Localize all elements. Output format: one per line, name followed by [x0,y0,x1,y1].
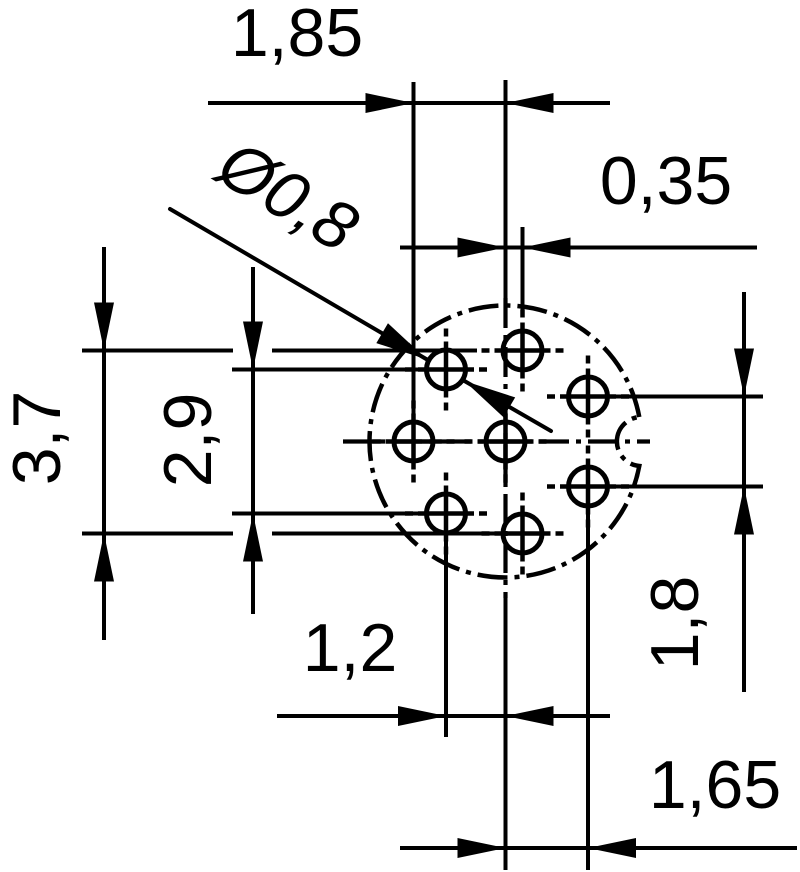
dim-label-0-35: 0,35 [599,143,733,219]
dim-label-1-65: 1,65 [648,747,782,823]
pin-hole-marker-bottom-left [405,472,487,555]
dim-label-1-2: 1,2 [302,610,398,686]
pin-hole-marker-bottom-middle [481,492,564,575]
extension-lines [82,80,763,870]
arrowheads [94,93,754,858]
dim-label-3-7: 3,7 [0,390,75,486]
pin-holes [372,309,629,575]
connector-outline-with-keyway [367,303,642,580]
pin-hole-marker-right-top [547,355,629,438]
dim-label-1-85: 1,85 [230,0,364,71]
pin-hole-marker-right-bottom [547,445,629,528]
pin-hole-marker-top-middle [481,309,564,392]
dim-label-2-9: 2,9 [150,392,226,488]
pin-hole-marker-top-left [405,328,487,411]
dim-label-1-8: 1,8 [637,575,713,671]
pin-hole-marker-left [372,400,455,483]
